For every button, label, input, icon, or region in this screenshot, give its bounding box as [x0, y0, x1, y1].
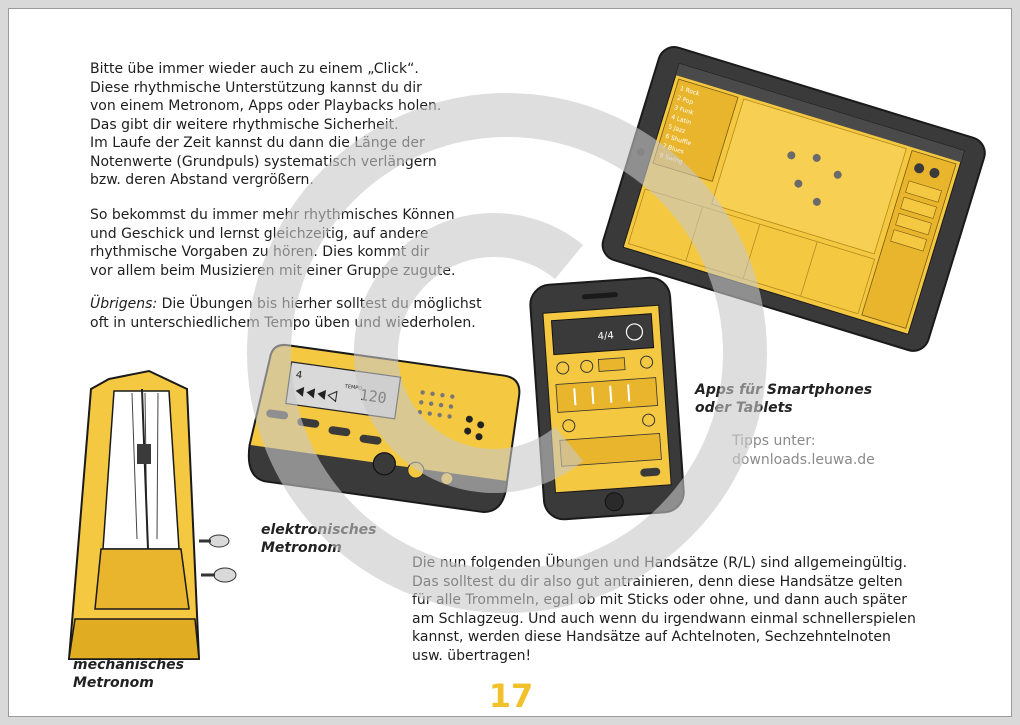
caption-mechanical-metronome: mechanisches Metronom: [73, 657, 184, 691]
smartphone-illustration: 4/4: [529, 276, 685, 521]
intro-paragraph-1: Bitte übe immer wieder auch zu einem „Cl…: [90, 61, 442, 188]
book-page: Bitte übe immer wieder auch zu einem „Cl…: [8, 8, 1012, 717]
mechanical-metronome-illustration: [67, 369, 237, 660]
caption-electronic-metronome: elektronisches Metronom: [261, 522, 377, 556]
caption-apps: Apps für Smartphones oder Tablets: [695, 382, 873, 416]
tipps-download-link[interactable]: Tipps unter: downloads.leuwa.de: [732, 433, 875, 468]
electronic-metronome-illustration: 4 TEMPO 120: [247, 343, 521, 513]
intro-emphasis: Übrigens:: [90, 296, 158, 312]
intro-paragraph-2: So bekommst du immer mehr rhythmisches K…: [90, 207, 456, 279]
handsatz-paragraph: Die nun folgenden Übungen und Handsätze …: [412, 555, 916, 664]
phone-time-signature: 4/4: [597, 330, 614, 342]
electronic-display-bpm: 120: [358, 386, 387, 408]
intro-paragraph-3: Übrigens: Die Übungen bis hierher sollte…: [90, 295, 482, 332]
page-number: 17: [488, 677, 534, 715]
